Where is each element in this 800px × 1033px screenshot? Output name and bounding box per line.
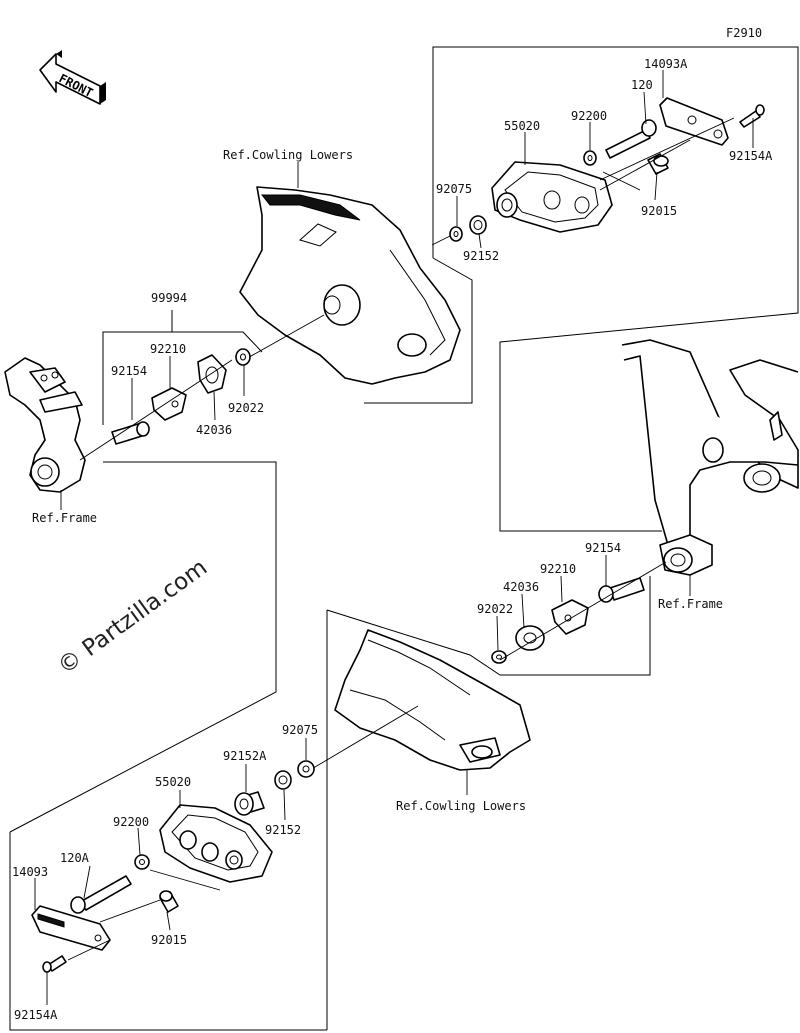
label-92154A-top: 92154A <box>729 149 773 163</box>
bolt-120A <box>70 875 132 914</box>
top-assembly-outline <box>364 46 799 532</box>
label-92152A: 92152A <box>223 749 267 763</box>
plate-14093A <box>659 97 729 146</box>
bolt-120 <box>605 119 657 159</box>
leader-cowling-axis-bottom <box>309 705 419 771</box>
leader-42036-left <box>213 391 216 421</box>
plate-14093 <box>31 905 111 951</box>
label-92015-top: 92015 <box>641 204 677 218</box>
frame-left <box>4 357 86 493</box>
cowling-lower-top <box>239 186 461 385</box>
label-92154A-bottom: 92154A <box>14 1008 58 1022</box>
leader-92210-right <box>560 575 563 603</box>
label-92154-left: 92154 <box>111 364 147 378</box>
label-92152-top: 92152 <box>463 249 499 263</box>
collar-92015-bottom <box>159 890 179 913</box>
bottom-assembly-outline <box>9 832 327 1031</box>
watermark: © Partzilla.com <box>53 554 212 679</box>
washer-92200-top <box>583 150 597 166</box>
frame-right <box>621 339 799 576</box>
bracket-92210-left <box>151 387 187 421</box>
label-92015-bottom: 92015 <box>151 933 187 947</box>
ref-cowling-lowers-bottom: Ref.Cowling Lowers <box>396 799 526 813</box>
label-92210-left: 92210 <box>150 342 186 356</box>
label-120A: 120A <box>60 851 90 865</box>
leader-lines-top <box>431 70 754 249</box>
label-92200-bottom: 92200 <box>113 815 149 829</box>
washer-92200-bottom <box>134 854 150 870</box>
leader-cowling-axis <box>243 314 325 361</box>
washer-92022-right <box>491 650 507 664</box>
bushing-42036-left <box>197 354 227 394</box>
label-120: 120 <box>631 78 653 92</box>
washer-92022-left <box>235 348 251 366</box>
figure-code: F2910 <box>726 26 762 40</box>
label-42036-right: 42036 <box>503 580 539 594</box>
label-55020-top: 55020 <box>504 119 540 133</box>
label-92022-right: 92022 <box>477 602 513 616</box>
label-55020-bottom: 55020 <box>155 775 191 789</box>
label-92022-left: 92022 <box>228 401 264 415</box>
collar-92015-top <box>647 153 669 175</box>
leader-42036-right <box>521 593 525 629</box>
bolt-92154-right <box>598 577 645 603</box>
slider-55020-top <box>491 161 613 233</box>
label-14093A: 14093A <box>644 57 688 71</box>
label-92154-right: 92154 <box>585 541 621 555</box>
slider-55020-bottom <box>159 804 273 883</box>
label-92210-right: 92210 <box>540 562 576 576</box>
washer-92075-top <box>449 226 463 242</box>
label-92152-bottom: 92152 <box>265 823 301 837</box>
collar-92152-top <box>469 215 487 235</box>
bolt-92154-left <box>111 421 150 445</box>
collar-92152A <box>234 791 265 816</box>
collar-92152-bottom <box>274 770 292 790</box>
label-92200-top: 92200 <box>571 109 607 123</box>
leader-left-axis <box>79 359 233 461</box>
left-assembly-outline <box>9 310 277 833</box>
bracket-92210-right <box>551 599 589 635</box>
bushing-42036-right <box>515 625 545 651</box>
label-99994: 99994 <box>151 291 187 305</box>
leader-lines-bottom <box>34 738 307 1005</box>
leader-right-axis <box>499 561 667 661</box>
screw-92154A-bottom <box>42 955 67 973</box>
washer-92075-bottom <box>297 760 315 778</box>
cowling-lower-bottom <box>334 629 531 771</box>
label-14093: 14093 <box>12 865 48 879</box>
label-42036-left: 42036 <box>196 423 232 437</box>
screw-92154A-top <box>739 104 765 128</box>
front-arrow-icon: FRONT <box>39 50 106 105</box>
ref-cowling-lowers-top: Ref.Cowling Lowers <box>223 148 353 162</box>
right-assembly-outline <box>326 576 651 1030</box>
leader-92022-right <box>496 615 499 651</box>
label-92075-top: 92075 <box>436 182 472 196</box>
label-92075-bottom: 92075 <box>282 723 318 737</box>
ref-frame-left: Ref.Frame <box>32 511 97 525</box>
ref-frame-right: Ref.Frame <box>658 597 723 611</box>
